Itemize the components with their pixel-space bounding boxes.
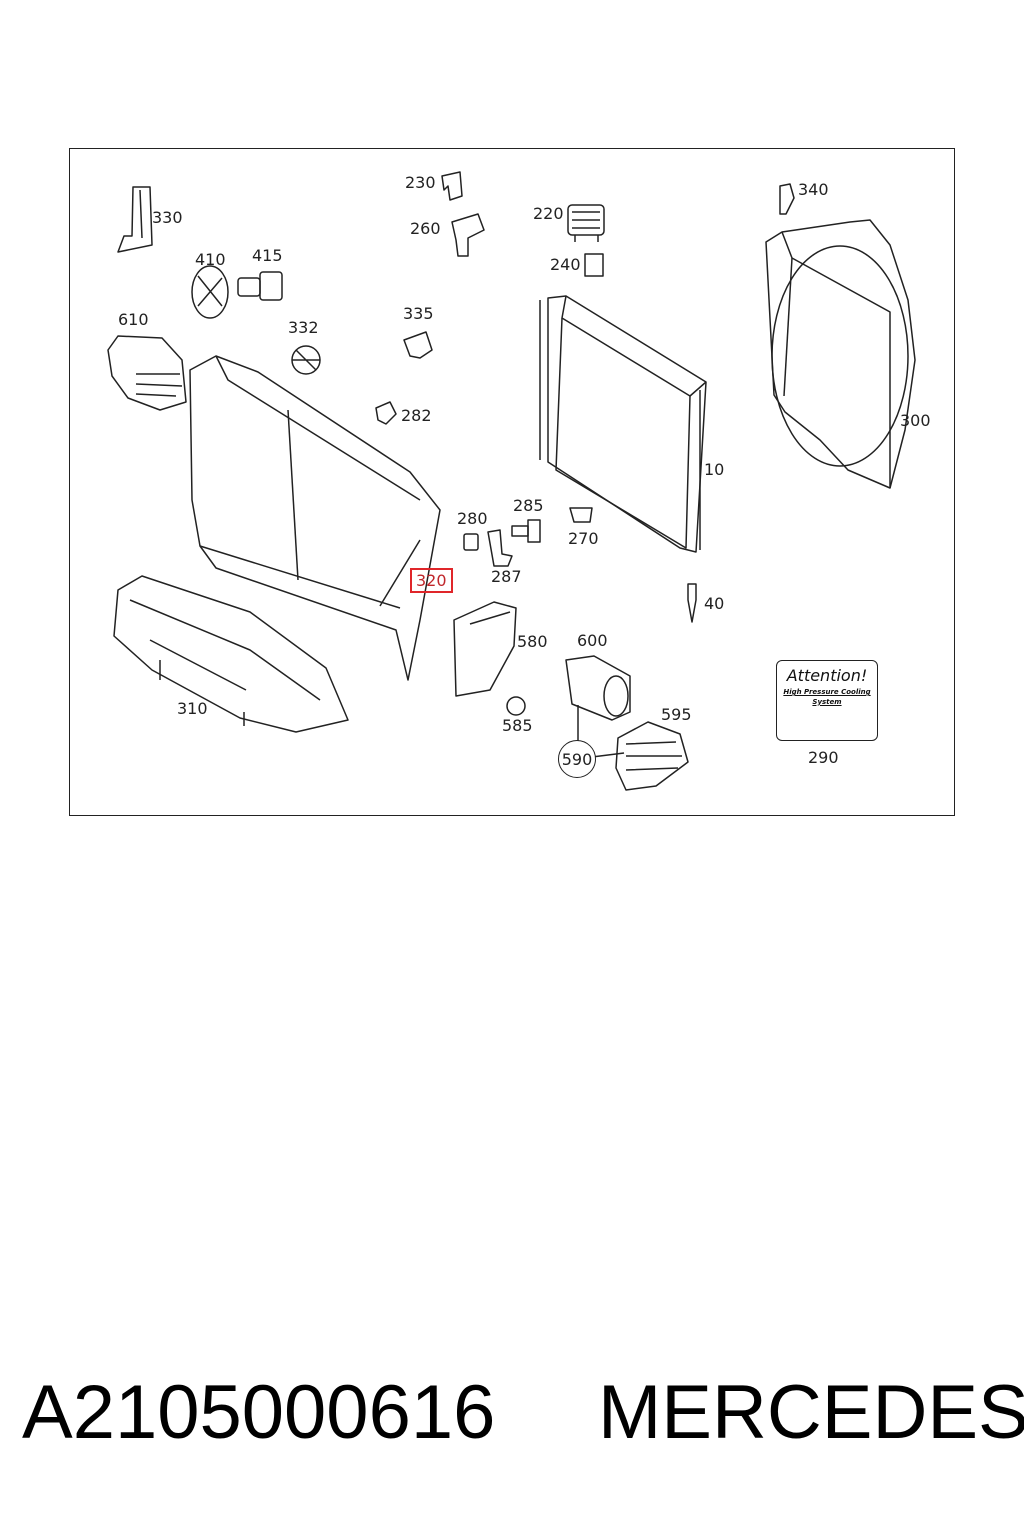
part-332-clip — [291, 345, 321, 375]
part-282-clip — [375, 401, 397, 425]
callout-415: 415 — [252, 246, 283, 265]
diagram-frame — [69, 148, 955, 816]
part-320-frame — [189, 355, 441, 681]
part-335-clip — [403, 331, 433, 359]
callout-300: 300 — [900, 411, 931, 430]
callout-335: 335 — [403, 304, 434, 323]
callout-585: 585 — [502, 716, 533, 735]
callout-282: 282 — [401, 406, 432, 425]
part-410-sensor — [191, 265, 229, 319]
attention-card: Attention! High Pressure Cooling System — [776, 660, 878, 741]
callout-287: 287 — [491, 567, 522, 586]
part-240-block — [584, 253, 604, 277]
callout-240: 240 — [550, 255, 581, 274]
callout-332: 332 — [288, 318, 319, 337]
part-number: A2105000616 — [22, 1370, 496, 1455]
part-600-coupling — [565, 655, 631, 721]
callout-600: 600 — [577, 631, 608, 650]
part-10-radiator — [539, 295, 707, 553]
part-340-clip — [779, 183, 795, 215]
part-40-drain-plug — [687, 583, 697, 623]
callout-340: 340 — [798, 180, 829, 199]
callout-270: 270 — [568, 529, 599, 548]
part-580-bracket — [453, 601, 517, 697]
callout-290: 290 — [808, 748, 839, 767]
part-415-sensor — [237, 271, 283, 301]
callout-595: 595 — [661, 705, 692, 724]
callout-580: 580 — [517, 632, 548, 651]
callout-320-highlight: 320 — [410, 568, 453, 593]
callout-610: 610 — [118, 310, 149, 329]
part-310-lower-air-duct — [113, 575, 349, 733]
callout-40: 40 — [704, 594, 725, 613]
callout-590: 590 — [558, 740, 596, 778]
callout-230: 230 — [405, 173, 436, 192]
part-280-nut — [463, 533, 479, 551]
footer: A2105000616 MERCEDES — [0, 1375, 1024, 1465]
part-220-connector — [567, 204, 605, 242]
brand-name: MERCEDES — [598, 1370, 1024, 1455]
callout-410: 410 — [195, 250, 226, 269]
part-285-bolt — [511, 519, 541, 543]
callout-280: 280 — [457, 509, 488, 528]
callout-260: 260 — [410, 219, 441, 238]
part-230-clip — [441, 171, 463, 201]
part-585-cap — [506, 696, 526, 716]
part-260-connector — [451, 213, 485, 257]
callout-310: 310 — [177, 699, 208, 718]
part-287-bracket — [487, 529, 513, 567]
part-330-bracket — [117, 186, 153, 253]
part-595-hose — [615, 721, 689, 791]
callout-220: 220 — [533, 204, 564, 223]
part-300-fan-shroud — [765, 219, 916, 489]
callout-330: 330 — [152, 208, 183, 227]
callout-10: 10 — [704, 460, 725, 479]
part-270-clip — [569, 507, 593, 523]
attention-text: High Pressure Cooling System — [783, 688, 871, 706]
part-610-air-duct — [107, 335, 187, 411]
callout-285: 285 — [513, 496, 544, 515]
attention-title: Attention! — [786, 666, 868, 685]
